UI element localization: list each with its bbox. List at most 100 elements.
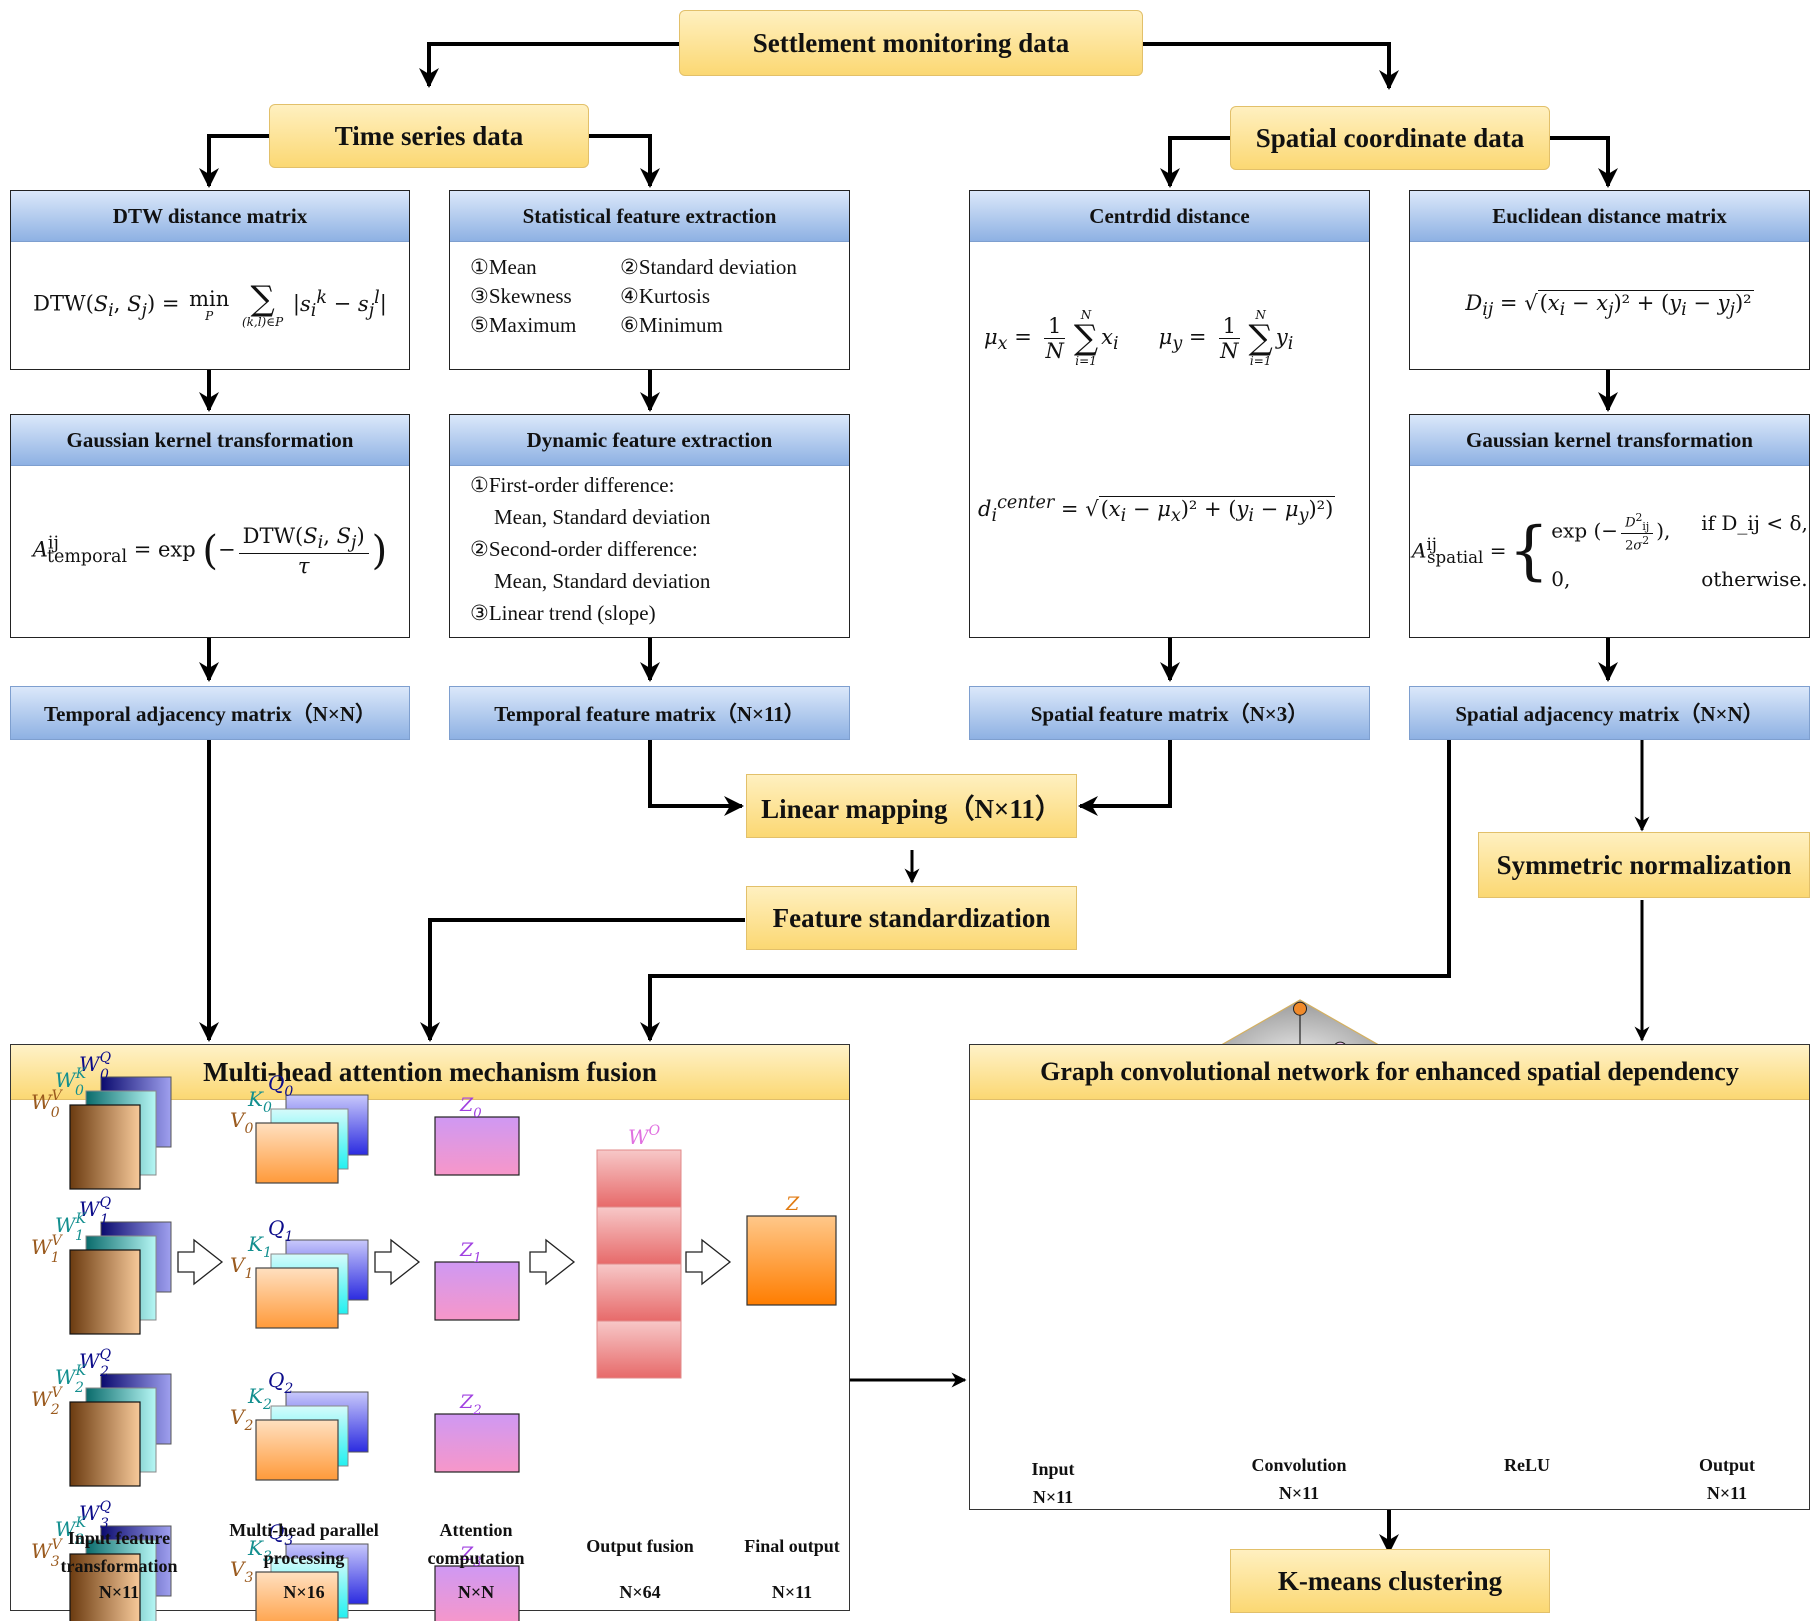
temporal-adjacency-matrix-bar: Temporal adjacency matrix（N×N） <box>10 686 410 740</box>
z-matrix <box>434 1116 520 1176</box>
arrow-root-to-spatial <box>1142 42 1399 90</box>
euclidean-distance-title: Euclidean distance matrix <box>1410 191 1809 242</box>
stat-item-mean: ①Mean <box>470 255 537 279</box>
attention-stage-dim: N×11 <box>771 1582 813 1602</box>
settlement-monitoring-data-label: Settlement monitoring data <box>752 27 1070 58</box>
arrow-std-to-attention <box>420 918 745 1042</box>
gcn-title: Graph convolutional network for enhanced… <box>970 1045 1809 1100</box>
wo-segment <box>596 1263 682 1322</box>
stage-arrow-1 <box>177 1238 224 1286</box>
feature-standardization-box: Feature standardization <box>746 886 1077 950</box>
attention-stage-dim: N×64 <box>619 1582 661 1602</box>
dynamic-item-first-order: ①First-order difference: <box>470 473 675 497</box>
arrow-sp-to-centroid <box>1160 136 1230 188</box>
v-matrix <box>255 1122 339 1184</box>
settlement-monitoring-data-box: Settlement monitoring data <box>679 10 1143 76</box>
attention-stage-label: Final output <box>744 1536 840 1556</box>
statistical-feature-title: Statistical feature extraction <box>450 191 849 242</box>
spatial-coordinate-data-box: Spatial coordinate data <box>1230 106 1550 170</box>
spatial-condition-2: otherwise. <box>1701 567 1808 592</box>
wv-matrix <box>69 1249 141 1335</box>
feature-standardization-label: Feature standardization <box>772 902 1051 933</box>
linear-mapping-box: Linear mapping（N×11） <box>746 774 1077 838</box>
stat-item-minimum: ⑥Minimum <box>620 313 723 337</box>
spatial-condition-1: if D_ij < δ, <box>1701 510 1808 535</box>
v-label: V0 <box>230 1108 253 1137</box>
dynamic-item-second-order: ②Second-order difference: <box>470 537 698 561</box>
final-z-matrix <box>746 1215 837 1306</box>
z-matrix <box>434 1413 520 1473</box>
stat-item-std: ②Standard deviation <box>620 255 797 279</box>
temporal-feature-matrix-bar: Temporal feature matrix（N×11） <box>449 686 850 740</box>
stage-arrow-4 <box>685 1238 732 1286</box>
wo-segment <box>596 1149 682 1208</box>
k-means-clustering-label: K-means clustering <box>1277 1565 1503 1596</box>
q-label: Q0 <box>268 1071 293 1100</box>
z-matrix <box>434 1261 520 1321</box>
arrow-sadj-to-attention <box>640 740 1451 1042</box>
stage-arrow-3 <box>529 1238 576 1286</box>
wo-label: WO <box>628 1123 661 1149</box>
centroid-distance-formula: dicenter = √(xi − μx)² + (yi − μy)²) <box>978 493 1336 527</box>
symmetric-normalization-box: Symmetric normalization <box>1478 832 1810 898</box>
wo-segment <box>596 1320 682 1379</box>
attention-stage-label: Output fusion <box>586 1536 694 1556</box>
z-matrix <box>434 1565 520 1621</box>
symmetric-normalization-label: Symmetric normalization <box>1496 849 1792 880</box>
wv-matrix <box>69 1104 141 1190</box>
time-series-data-label: Time series data <box>334 120 524 151</box>
wv-matrix <box>69 1401 141 1487</box>
graph-node <box>1293 1001 1307 1016</box>
stat-item-skewness: ③Skewness <box>470 284 572 308</box>
v-label: V1 <box>230 1253 253 1282</box>
attention-stage-dim: N×16 <box>283 1582 325 1602</box>
time-series-data-box: Time series data <box>269 104 589 168</box>
arrow-tfeat-to-linear <box>648 740 744 816</box>
gaussian-kernel-temporal-title: Gaussian kernel transformation <box>11 415 409 466</box>
q-label: Q1 <box>268 1216 293 1245</box>
gaussian-temporal-formula: Aijtemporal = exp (−DTW(Si, Sj)τ) <box>32 523 388 579</box>
q-label: Q2 <box>268 1368 293 1397</box>
v-matrix <box>255 1419 339 1481</box>
v-matrix <box>255 1571 339 1621</box>
gaussian-kernel-temporal-card: Gaussian kernel transformation Aijtempor… <box>10 414 410 638</box>
dynamic-item-linear-trend: ③Linear trend (slope) <box>470 601 656 625</box>
gaussian-kernel-spatial-card: Gaussian kernel transformation Aijspatia… <box>1409 414 1810 638</box>
linear-mapping-label: Linear mapping（N×11） <box>761 793 1062 824</box>
wv-matrix <box>69 1553 141 1621</box>
multi-head-attention-title: Multi-head attention mechanism fusion <box>11 1045 849 1100</box>
arrow-sp-to-euclid <box>1550 136 1618 188</box>
dynamic-feature-title: Dynamic feature extraction <box>450 415 849 466</box>
dynamic-item-second-order-detail: Mean, Standard deviation <box>494 569 711 593</box>
arrow-root-to-timeseries <box>419 42 680 88</box>
arrow-ts-to-dtw <box>199 134 270 188</box>
attention-stage-dim: N×N <box>457 1582 495 1602</box>
arrow-ts-to-stat <box>588 134 660 188</box>
arrow-sfeat-to-linear <box>1078 740 1172 816</box>
v-label: V2 <box>230 1405 253 1434</box>
euclidean-formula: Dij = √(xi − xj)² + (yi − yj)² <box>1465 289 1754 321</box>
k-means-clustering-box: K-means clustering <box>1230 1549 1550 1613</box>
euclidean-distance-card: Euclidean distance matrix Dij = √(xi − x… <box>1409 190 1810 370</box>
wo-segment <box>596 1206 682 1265</box>
dtw-distance-title: DTW distance matrix <box>11 191 409 242</box>
spatial-feature-matrix-bar: Spatial feature matrix（N×3） <box>969 686 1370 740</box>
stage-arrow-2 <box>374 1238 421 1286</box>
